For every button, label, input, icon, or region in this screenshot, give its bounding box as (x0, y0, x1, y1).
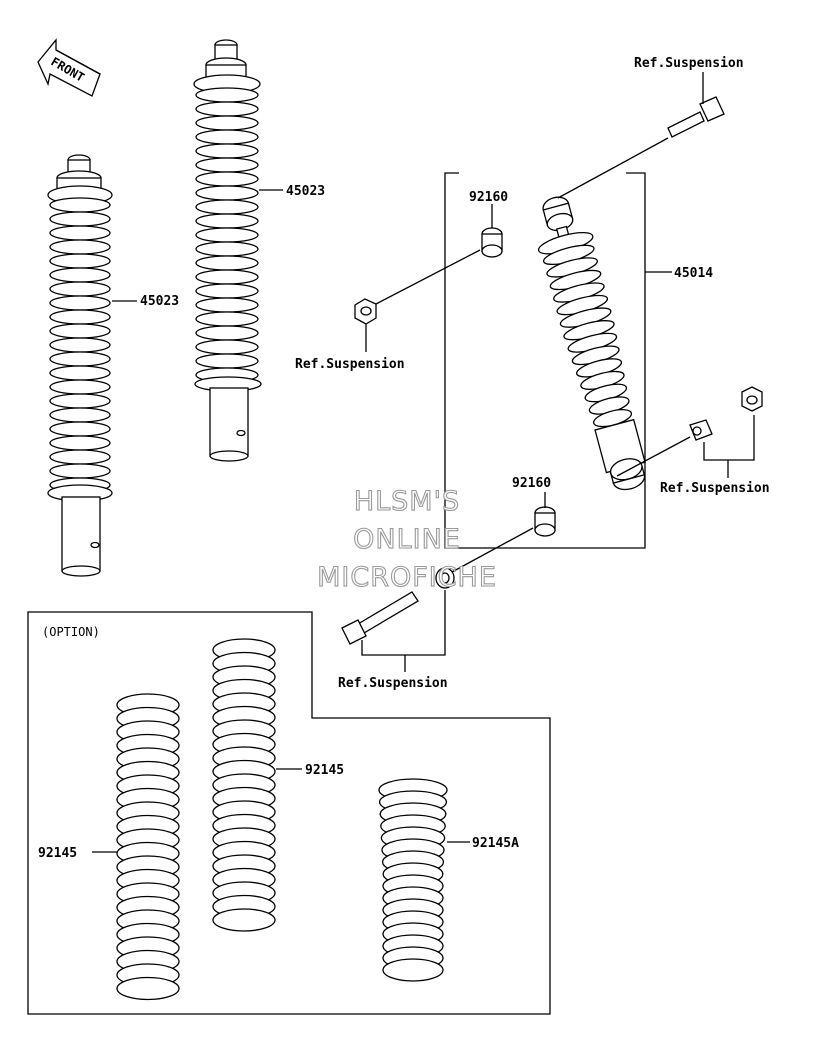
label-92145-middle: 92145 (305, 763, 344, 778)
label-92145-left: 92145 (38, 846, 77, 861)
collar-upper-icon[interactable] (481, 227, 503, 258)
upper-nut-icon[interactable] (354, 298, 377, 325)
lower-washer-icon[interactable] (435, 567, 455, 589)
washer-icon[interactable] (689, 419, 713, 441)
option-title: (OPTION) (42, 625, 100, 639)
option-spring-right[interactable] (378, 778, 448, 982)
watermark-line1: HLSM'S (354, 486, 460, 517)
collar-lower-icon[interactable] (534, 506, 556, 537)
shock-absorber-right[interactable] (526, 191, 658, 496)
label-ref-suspension-bolt: Ref.Suspension (338, 676, 448, 691)
label-ref-suspension-top: Ref.Suspension (634, 56, 744, 71)
watermark-line2: ONLINE (353, 524, 461, 555)
label-92160-lower: 92160 (512, 476, 551, 491)
assembly-bracket (444, 172, 646, 549)
option-spring-left[interactable] (116, 693, 180, 1001)
label-92160-upper: 92160 (469, 190, 508, 205)
label-ref-suspension-right: Ref.Suspension (660, 481, 770, 496)
option-box (27, 611, 551, 1015)
lower-nut-icon[interactable] (741, 386, 763, 412)
label-45023-middle: 45023 (286, 184, 325, 199)
watermark: HLSM'S ONLINE MICROFICHE (317, 485, 497, 593)
option-spring-middle[interactable] (212, 638, 276, 932)
lower-bolt-icon[interactable] (341, 591, 419, 645)
watermark-line3: MICROFICHE (317, 562, 497, 593)
label-45023-left: 45023 (140, 294, 179, 309)
shock-absorber-left[interactable] (47, 154, 113, 577)
label-ref-suspension-nut: Ref.Suspension (295, 357, 405, 372)
label-45014: 45014 (674, 266, 713, 281)
shock-absorber-middle[interactable] (193, 39, 262, 462)
label-92145a: 92145A (472, 836, 519, 851)
front-arrow-icon: FRONT (37, 38, 101, 97)
top-bolt-icon[interactable] (667, 96, 725, 138)
